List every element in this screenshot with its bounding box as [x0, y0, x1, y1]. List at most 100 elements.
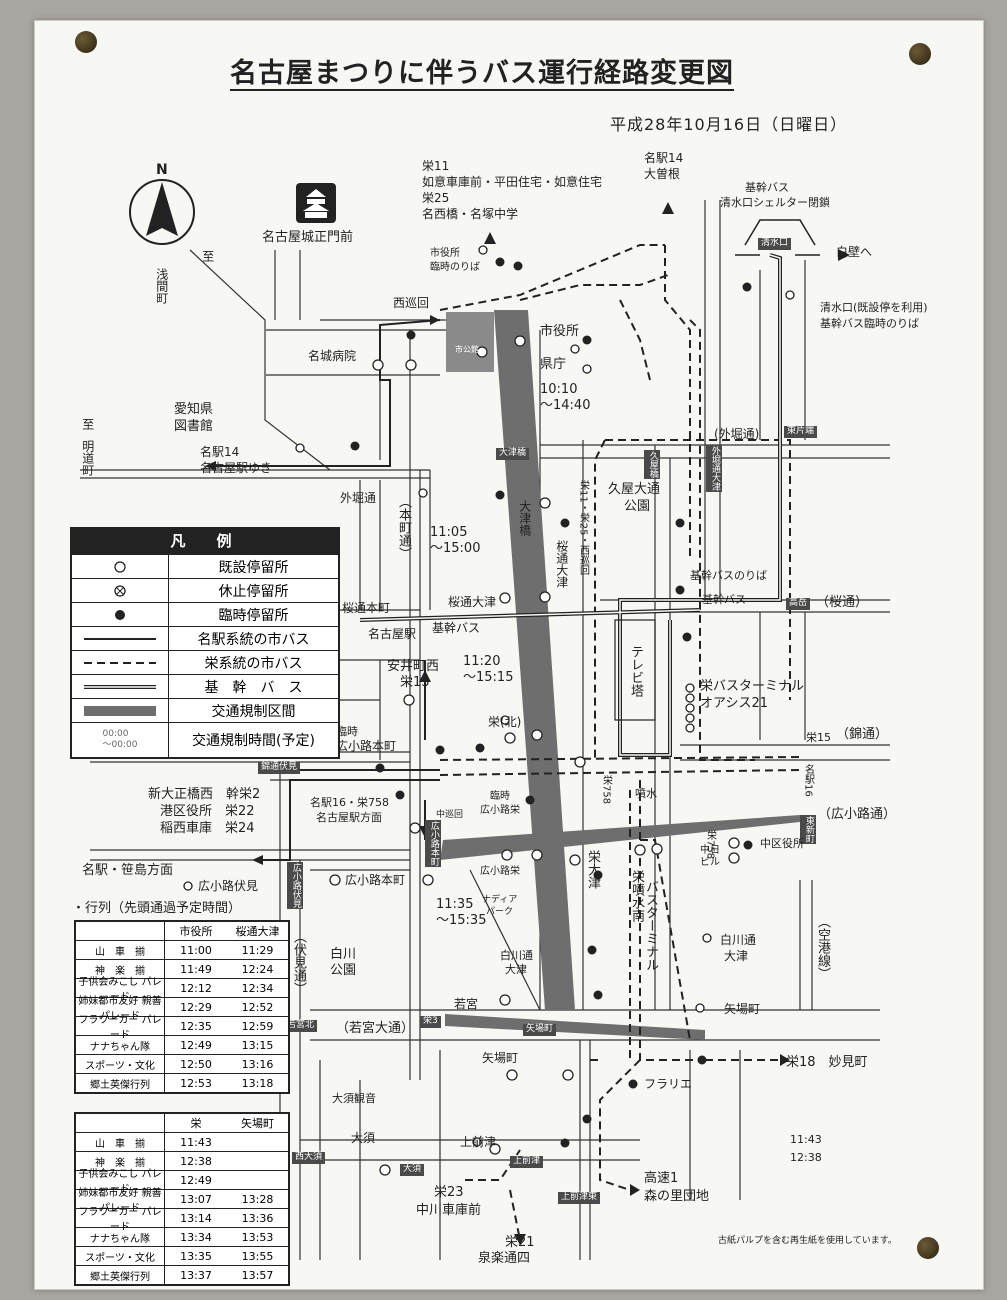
tag-sakae3: 栄3 [420, 1016, 441, 1028]
label-to-meido1: 至 [80, 418, 95, 430]
label-time5b: 12:38 [790, 1151, 822, 1164]
schedule-group-cell: ナナちゃん隊 [76, 1036, 165, 1054]
label-sakuradori: （桜通） [816, 595, 869, 610]
schedule-time-cell: 栄 [190, 1117, 202, 1130]
tag-osu: 大須 [400, 1164, 425, 1176]
schedule-row: 神 楽 揃 12:38 [76, 1151, 288, 1170]
parade-heading: ・行列（先頭通過予定時間） [72, 901, 242, 916]
thumbtack-top-left [75, 31, 97, 53]
tag-takaoka: 高岳 [786, 598, 811, 610]
label-shirakawa-park1: 白川 [330, 947, 357, 962]
label-hisaya-park1: 久屋大通 [608, 482, 661, 497]
label-time3b: ～15:15 [463, 670, 514, 685]
solid-line-icon [84, 637, 156, 640]
legend-row: 臨時停留所 [72, 602, 338, 626]
schedule-time-cell: 13:14 [180, 1211, 212, 1225]
label-osu: 大須 [351, 1131, 376, 1145]
schedule-time-cell: 13:28 [241, 1192, 274, 1206]
label-sakae11: 栄11 [422, 159, 450, 173]
label-fushimi-dori: （伏見通） [290, 930, 306, 995]
open-circle-icon [114, 560, 126, 573]
tag-hirokoji-fushimi: 広小路伏見 [287, 862, 303, 909]
label-meieki14-top: 名駅14 [644, 151, 684, 165]
label-bus-terminal: バスターミナル [642, 880, 658, 971]
oasis21-stops [685, 683, 695, 733]
label-shirakawa-otsu2: 大津 [505, 963, 527, 976]
label-shi-kanko: 市公館 [455, 345, 479, 354]
label-sakae21: 栄21 [505, 1235, 535, 1250]
label-meieki: 名古屋駅 [368, 627, 417, 641]
schedule-group-cell: 山 車 揃 [76, 941, 165, 959]
label-time2a: 11:05 [430, 525, 468, 540]
shimizuguchi-shelter [735, 219, 820, 256]
label-sakae25-dest: 名西橋・名塚中学 [422, 207, 519, 221]
label-to-asama2: 浅間町 [154, 268, 169, 304]
label-nadya1: ナディア [482, 895, 518, 905]
label-sakae11-dest: 如意車庫前・平田住宅・如意住宅 [422, 175, 603, 189]
legend-row: 栄系統の市バス [72, 650, 338, 674]
north-label: N [156, 162, 168, 178]
legend-label: 基 幹 バ ス [204, 679, 303, 696]
schedule-time-cell: 11:49 [180, 962, 212, 976]
schedule-time-cell: 12:34 [241, 981, 274, 995]
legend-row: 交通規制区間 [72, 698, 338, 722]
label-hirokoji: （広小路通） [818, 807, 897, 822]
schedule-group-cell: 神 楽 揃 [76, 1152, 165, 1170]
label-shirakawa-otsu1: 白川通 [500, 949, 533, 962]
label-sotobori-dori: 外堀通 [340, 491, 377, 505]
label-kencho: 県庁 [540, 357, 567, 372]
legend-label: 栄系統の市バス [204, 655, 303, 672]
legend-label: 交通規制区間 [211, 703, 296, 720]
schedule-time-cell: 13:57 [241, 1268, 274, 1282]
label-kikan-bus2: 基幹バス [432, 621, 481, 635]
traffic-regulation-zones [440, 310, 800, 1040]
schedule-time-cell: 12:49 [180, 1038, 212, 1052]
legend-label: 休止停留所 [218, 583, 289, 600]
label-kikan-noriba: 基幹バスのりば [690, 569, 767, 582]
label-sakuradori-honmachi: 桜通本町 [342, 601, 391, 615]
label-sakuradori-otsu-v: 桜通大津 [554, 540, 569, 588]
legend-row: 既設停留所 [72, 554, 338, 578]
label-shiyakusho: 市役所 [540, 324, 580, 339]
tag-nishiki-fushimi: 錦通伏見 [258, 762, 301, 774]
tag-kamimaezu-higashi: 上前津東 [558, 1192, 601, 1204]
tag-shimizuguchi: 清水口 [758, 238, 792, 250]
schedule-time-cell: 矢場町 [241, 1117, 274, 1130]
label-sakae18: 栄18 妙見町 [786, 1055, 868, 1070]
schedule-time-cell: 12:38 [180, 1154, 212, 1168]
label-time1a: 10:10 [540, 382, 578, 397]
schedule-time-cell: 13:18 [241, 1076, 274, 1090]
label-sakae25: 栄25 [422, 191, 450, 205]
schedule-group-cell: 郷土英傑行列 [76, 1266, 165, 1284]
schedule-time-cell: 13:35 [180, 1249, 212, 1263]
label-hirokoji-sakae: 広小路栄 [480, 805, 520, 816]
tag-kuyabashi: 久屋橋 [644, 450, 660, 479]
label-otsubashi-v: 大津橋 [517, 500, 532, 536]
label-funsui: 噴水 [635, 787, 657, 800]
label-to-meido2: 明道町 [80, 440, 95, 476]
schedule-time-cell: 11:29 [241, 943, 274, 957]
legend-label: 臨時停留所 [218, 607, 289, 624]
label-sakae13: 栄13 [400, 675, 430, 690]
label-hirokoji-honmachi: 広小路本町 [345, 873, 406, 887]
tag-otsubashi: 大津橋 [496, 448, 530, 460]
label-hisaya-park2: 公園 [624, 499, 651, 514]
label-wakamiya-dori: （若宮大通） [336, 1021, 415, 1036]
tag-gaibori: 外堀通大津 [706, 445, 722, 492]
schedule-group-cell: ナナちゃん隊 [76, 1228, 165, 1246]
label-sakae758: 栄758 [600, 775, 612, 805]
label-minato: 港区役所 栄22 [160, 804, 255, 819]
label-shiyakusho-temp2: 臨時のりば [430, 262, 480, 273]
label-meijo-hospital: 名城病院 [308, 349, 357, 363]
label-kikan-shelter1: 基幹バス [745, 181, 789, 194]
north-arrow [129, 179, 195, 245]
suspended-stops [329, 335, 740, 1176]
schedule-time-cell: 13:07 [180, 1192, 212, 1206]
label-nakagawa: 中川車庫前 [416, 1203, 482, 1218]
schedule-group-cell [76, 1114, 165, 1132]
